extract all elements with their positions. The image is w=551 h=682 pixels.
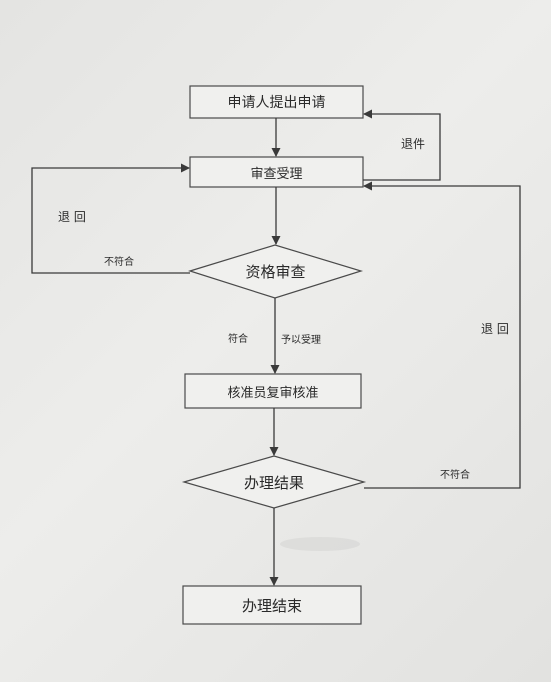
node-result-label: 办理结果 [243, 473, 304, 492]
edge-label-right-back: 退 回 [481, 322, 509, 336]
edge-label-right-fail: 不符合 [440, 470, 470, 481]
node-review-label: 审查受理 [250, 166, 303, 182]
node-qualify-diamond [187, 244, 364, 299]
node-apply-label: 申请人提出申请 [227, 95, 326, 111]
node-approve-label: 核准员复审核准 [227, 385, 319, 401]
edge-label-left-back: 退 回 [58, 210, 86, 224]
node-approve-box [184, 373, 362, 409]
edge-right-return [363, 181, 521, 489]
node-result-diamond [181, 455, 367, 509]
edge-left-return [31, 163, 190, 274]
paper-smudge [280, 537, 360, 551]
edge-return-docs [363, 109, 441, 181]
node-apply-box [189, 85, 364, 119]
node-qualify-label: 资格审查 [245, 263, 306, 281]
node-end-box [182, 585, 362, 625]
node-end-label: 办理结束 [241, 596, 302, 615]
edge-label-return-docs: 退件 [401, 137, 426, 151]
edge-label-left-fail: 不符合 [104, 257, 134, 268]
edge-label-pass: 符合 [228, 334, 248, 345]
edge-label-accept: 予以受理 [281, 335, 321, 346]
node-review-box [189, 156, 364, 188]
